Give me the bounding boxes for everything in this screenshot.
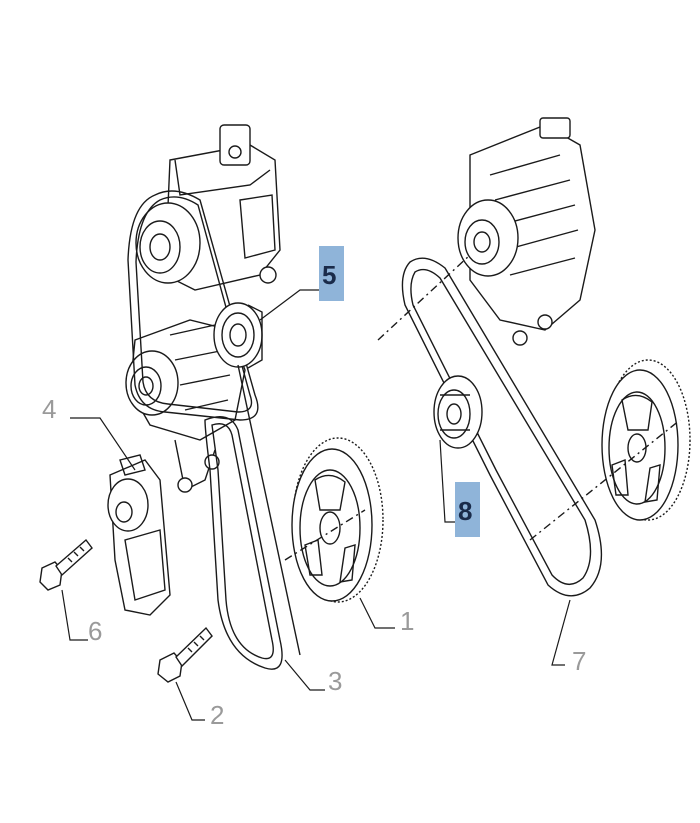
left-assembly [39,124,384,683]
right-leaders [439,439,571,666]
left-leaders [61,289,395,721]
callout-6: 6 [88,616,102,646]
callout-4: 4 [42,394,56,424]
belt-7 [377,254,603,597]
bolt-6 [39,538,93,591]
crank-pulley-right [529,359,691,541]
callout-5: 5 [322,260,336,290]
belt-3 [204,364,301,670]
tensioner-pulley-5 [213,302,263,369]
tensioner-assembly-4 [107,454,171,616]
callout-2: 2 [210,700,224,730]
callout-7: 7 [572,646,586,676]
upper-belt-left [127,190,259,421]
alternator-right [457,117,596,346]
callout-8: 8 [458,496,472,526]
right-assembly [377,117,691,597]
bolt-2 [157,626,213,683]
ac-compressor-left [135,124,281,291]
callout-1: 1 [400,606,414,636]
callout-5-highlight [319,246,344,301]
callout-labels: 1 2 3 4 5 6 7 8 [42,246,586,730]
idler-pulley-8 [433,375,483,449]
callout-8-highlight [455,482,480,537]
crank-pulley-1 [284,437,384,603]
callout-3: 3 [328,666,342,696]
